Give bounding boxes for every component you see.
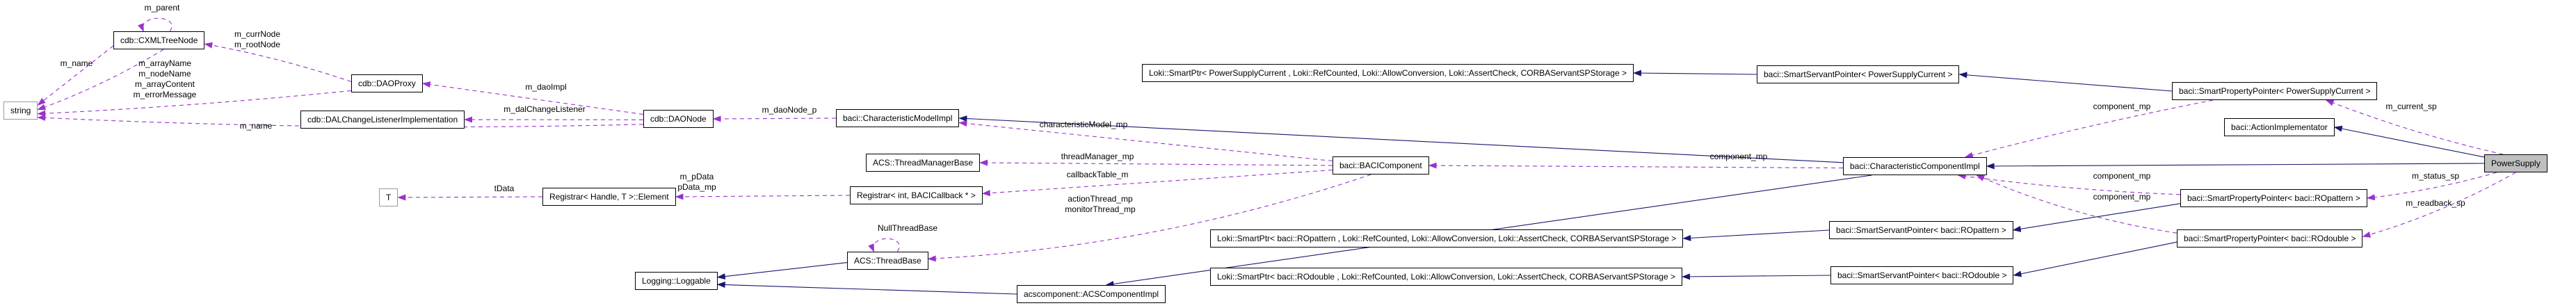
inheritance-edge [1632, 70, 1757, 76]
usage-edge [958, 120, 1333, 162]
edge-label-m-current-sp: m_current_sp [2385, 102, 2437, 111]
class-node-charmodel[interactable]: baci::CharacteristicModelImpl [836, 109, 960, 127]
class-node-threadbase[interactable]: ACS::ThreadBase [847, 252, 928, 270]
edge-label-m-parent: m_parent [144, 3, 180, 13]
usage-edge [927, 174, 1371, 262]
edge-label-characteristicmodel-mp: characteristicModel_mp [1039, 120, 1128, 129]
usage-edge [979, 159, 1333, 166]
class-node-powersupply[interactable]: PowerSupply [2484, 154, 2547, 172]
usage-edge [1964, 99, 2214, 159]
edge-label-tdata: tData [494, 184, 515, 193]
class-node-ssp-rop[interactable]: baci::SmartServantPointer< baci::ROpatte… [1829, 221, 2013, 239]
usage-edge [204, 42, 352, 82]
class-node-dalchange[interactable]: cdb::DALChangeListenerImplementation [300, 111, 465, 129]
inheritance-edge [716, 282, 1017, 295]
inheritance-edge [1681, 273, 1831, 280]
class-node-spp-psc[interactable]: baci::SmartPropertyPointer< PowerSupplyC… [2172, 82, 2378, 100]
usage-edge [37, 49, 164, 111]
inheritance-edge [1958, 72, 2173, 92]
usage-edge [2325, 99, 2504, 155]
class-node-tparam[interactable]: T [379, 188, 399, 206]
inheritance-edge [2333, 125, 2485, 158]
usage-edge [37, 45, 114, 106]
usage-edge [138, 17, 172, 32]
edge-label-threadmanager-mp: threadManager_mp [1061, 152, 1134, 161]
edge-label-callbacktable-m: callbackTable_m [1066, 170, 1129, 179]
class-node-loki-psc[interactable]: Loki::SmartPtr< PowerSupplyCurrent , Lok… [1142, 64, 1634, 82]
class-node-loki-rop[interactable]: Loki::SmartPtr< baci::ROpattern , Loki::… [1210, 229, 1684, 248]
edge-label-component-mp-1: component_mp [1709, 152, 1768, 161]
inheritance-edge [716, 262, 848, 280]
usage-edge [1428, 162, 1844, 169]
usage-edge [37, 114, 644, 128]
inheritance-edge [2013, 241, 2177, 277]
edge-label-actionthread-monitorthread: actionThread_mp monitorThread_mp [1065, 194, 1136, 214]
usage-edge [675, 193, 851, 200]
usage-edge [712, 115, 837, 122]
usage-edge [37, 90, 352, 117]
usage-edge [1957, 173, 2181, 195]
edge-label-m-currnode-rootnode: m_currNode m_rootNode [234, 29, 281, 49]
usage-edge [2366, 172, 2497, 201]
class-node-bacicomp[interactable]: baci::BACIComponent [1333, 156, 1429, 175]
usage-edge [981, 169, 1333, 197]
edge-label-component-mp-2: component_mp [2093, 102, 2151, 111]
edge-label-m-array-block: m_arrayName m_nodeName m_arrayContent m_… [133, 58, 197, 99]
inheritance-edge [1986, 163, 2485, 170]
class-node-daonode[interactable]: cdb::DAONode [643, 110, 714, 128]
class-node-charcomp[interactable]: baci::CharacteristicComponentImpl [1843, 157, 1987, 175]
class-node-threadmgr[interactable]: ACS::ThreadManagerBase [866, 154, 981, 172]
class-node-spp-rod[interactable]: baci::SmartPropertyPointer< baci::ROdoub… [2177, 229, 2363, 248]
class-node-string[interactable]: string [3, 102, 38, 120]
edge-label-m-status-sp: m_status_sp [2411, 171, 2460, 181]
class-node-spp-rop[interactable]: baci::SmartPropertyPointer< baci::ROpatt… [2180, 189, 2367, 207]
class-node-ssp-rod[interactable]: baci::SmartServantPointer< baci::ROdoubl… [1830, 266, 2014, 284]
edge-label-m-name-2: m_name [239, 121, 273, 131]
inheritance-edge [2012, 203, 2181, 232]
class-node-ssp-psc[interactable]: baci::SmartServantPointer< PowerSupplyCu… [1757, 65, 1960, 83]
edge-label-nullthreadbase: NullThreadBase [877, 223, 938, 233]
class-node-loki-rod[interactable]: Loki::SmartPtr< baci::ROdouble , Loki::R… [1210, 268, 1682, 286]
class-node-registrar-int[interactable]: Registrar< int, BACICallback * > [850, 186, 983, 204]
edge-label-m-daoimpl: m_daoImpl [525, 82, 567, 92]
class-node-loggable[interactable]: Logging::Loggable [635, 272, 718, 290]
class-node-actionimpl[interactable]: baci::ActionImplementator [2224, 118, 2335, 136]
class-node-acscomp[interactable]: acscomponent::ACSComponentImpl [1017, 285, 1166, 303]
class-node-cxml[interactable]: cdb::CXMLTreeNode [113, 31, 205, 49]
edge-label-m-dalchangelistener: m_dalChangeListener [504, 104, 586, 114]
usage-edge [421, 81, 644, 115]
edge-label-m-name-1: m_name [60, 58, 93, 68]
edge-label-m-readback-sp: m_readback_sp [2406, 198, 2465, 208]
inheritance-edge [1682, 229, 1830, 241]
inheritance-edge [958, 115, 1844, 163]
edge-label-component-mp-4: component_mp [2093, 192, 2151, 202]
edge-label-m-pdata-pdata-mp: m_pData pData_mp [677, 172, 716, 192]
edge-label-m-daonode-p: m_daoNode_p [762, 105, 817, 115]
usage-edge [868, 238, 900, 252]
class-node-daoproxy[interactable]: cdb::DAOProxy [351, 74, 423, 92]
usage-edge [2362, 172, 2516, 238]
class-node-registrar-el[interactable]: Registrar< Handle, T >::Element [542, 188, 676, 206]
edge-label-component-mp-3: component_mp [2093, 171, 2151, 181]
